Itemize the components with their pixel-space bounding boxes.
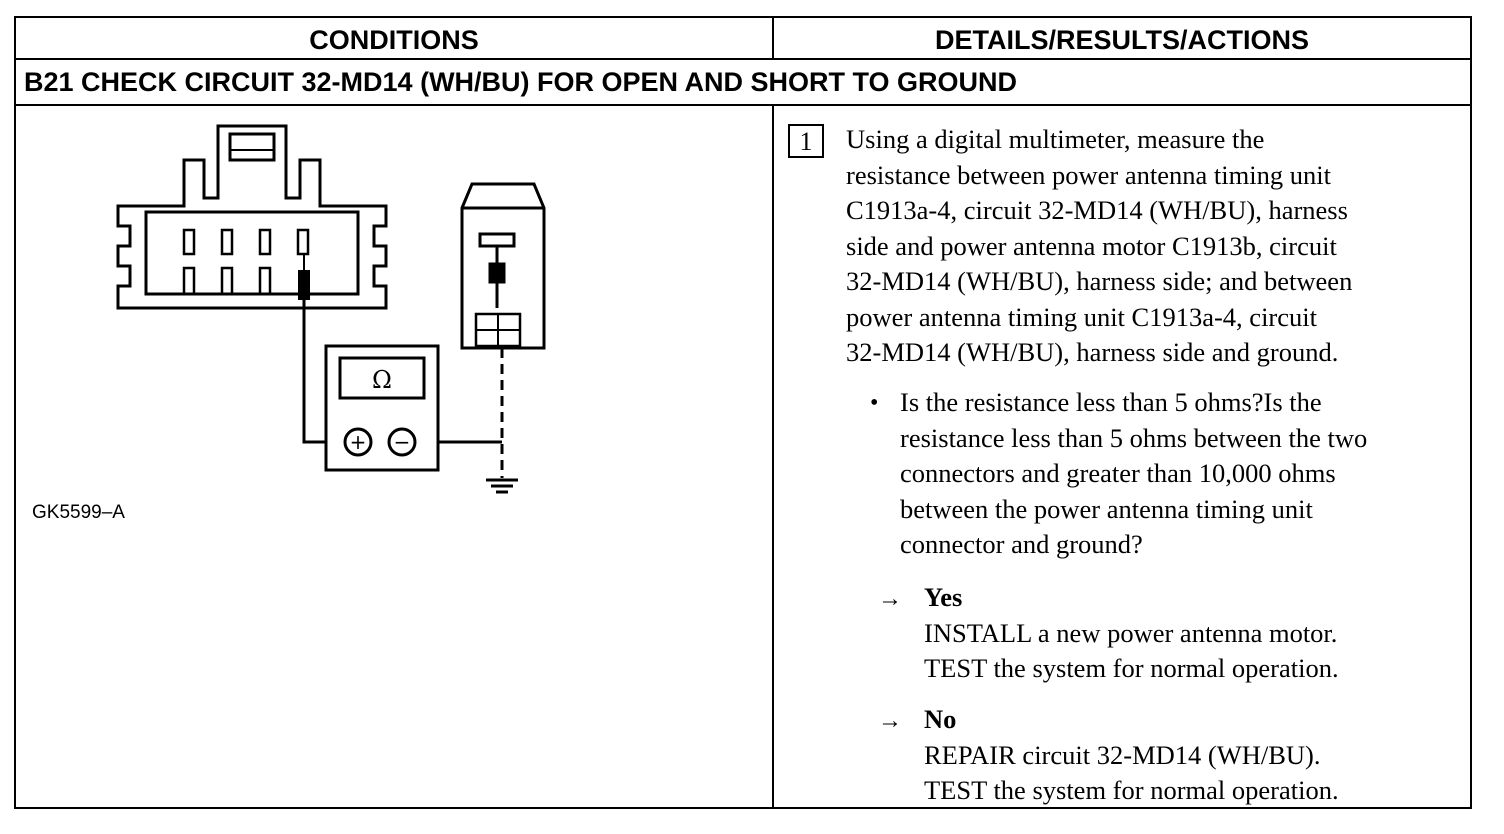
question-line: Is the resistance less than 5 ohms?Is th… <box>900 387 1322 417</box>
yes-label: Yes <box>924 582 963 612</box>
no-arrow-icon: → <box>878 708 902 734</box>
instruction-line: Using a digital multimeter, measure the <box>846 124 1265 154</box>
instruction-line: 32-MD14 (WH/BU), harness side and ground… <box>846 337 1339 367</box>
instruction-line: resistance between power antenna timing … <box>846 159 1331 190</box>
step-number: 1 <box>788 124 824 158</box>
connector-icon <box>116 124 388 310</box>
question-line: connectors and greater than 10,000 ohms <box>900 458 1336 488</box>
no-answer: No REPAIR circuit 32-MD14 (WH/BU). TEST … <box>924 702 1464 809</box>
test-title: B21 CHECK CIRCUIT 32-MD14 (WH/BU) FOR OP… <box>16 60 1470 106</box>
question-line: connector and ground? <box>900 529 1143 559</box>
ground-icon <box>486 478 518 494</box>
conditions-cell: Ω + − <box>16 106 774 807</box>
instruction-line: power antenna timing unit C1913a-4, circ… <box>846 301 1317 332</box>
no-action-line: REPAIR circuit 32-MD14 (WH/BU). <box>924 739 1321 770</box>
step-instruction: Using a digital multimeter, measure the … <box>846 122 1456 371</box>
yes-answer: Yes INSTALL a new power antenna motor. T… <box>924 580 1464 687</box>
no-action-line: TEST the system for normal operation. <box>924 775 1339 805</box>
figure-label: GK5599–A <box>32 502 125 523</box>
step-question: Is the resistance less than 5 ohms?Is th… <box>900 385 1460 563</box>
bullet-icon: • <box>870 390 879 416</box>
instruction-line: C1913a-4, circuit 32-MD14 (WH/BU), harne… <box>846 195 1348 225</box>
minus-terminal: − <box>394 430 411 454</box>
multimeter-diagram: Ω + − <box>116 124 546 494</box>
question-line: resistance less than 5 ohms between the … <box>900 422 1368 453</box>
question-line: between the power antenna timing unit <box>900 493 1313 524</box>
conditions-header: CONDITIONS <box>16 18 774 58</box>
diagnostic-table: CONDITIONS DETAILS/RESULTS/ACTIONS B21 C… <box>14 16 1472 809</box>
plus-terminal: + <box>350 430 367 454</box>
instruction-line: side and power antenna motor C1913b, cir… <box>846 230 1337 261</box>
multimeter-icon: Ω + − <box>324 344 440 472</box>
yes-action-line: TEST the system for normal operation. <box>924 653 1339 683</box>
instruction-line: 32-MD14 (WH/BU), harness side; and betwe… <box>846 266 1353 296</box>
ohm-symbol: Ω <box>372 366 392 394</box>
yes-arrow-icon: → <box>878 586 902 612</box>
details-cell: 1 Using a digital multimeter, measure th… <box>774 106 1470 807</box>
header-row: CONDITIONS DETAILS/RESULTS/ACTIONS <box>16 18 1470 60</box>
motor-connector-icon <box>460 182 546 350</box>
details-header: DETAILS/RESULTS/ACTIONS <box>934 25 1309 55</box>
no-label: No <box>924 704 957 734</box>
probe-icon <box>298 254 310 300</box>
yes-action-line: INSTALL a new power antenna motor. <box>924 617 1338 648</box>
